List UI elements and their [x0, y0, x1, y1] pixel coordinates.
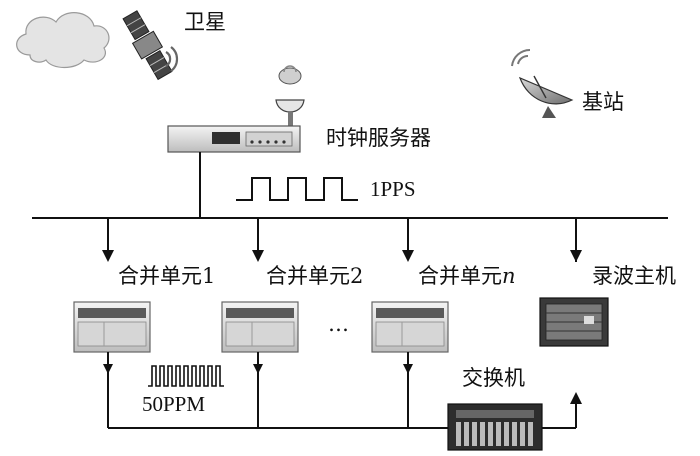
arrow-down-mun	[402, 250, 414, 262]
merge-unit-device-icon-n	[371, 301, 449, 353]
pulse-waveform-icon	[236, 177, 358, 201]
pps-label: 1PPS	[370, 177, 416, 201]
down-arrows	[102, 250, 582, 262]
small-arrows	[103, 364, 582, 404]
ellipsis-label: …	[328, 312, 349, 336]
merge-unit-1-label: 合并单元1	[118, 264, 216, 288]
clock-server-icon	[167, 125, 301, 153]
satellite-signal-icon	[165, 46, 179, 72]
merge-unit-device-icon-1	[73, 301, 151, 353]
satellite-icon	[122, 10, 173, 81]
switch-label: 交换机	[462, 366, 525, 390]
gps-antenna-icon	[275, 65, 305, 130]
ppm-waveform-icon	[148, 365, 224, 387]
recorder-device-icon	[539, 297, 609, 347]
switch-device-icon	[447, 403, 543, 451]
merge-unit-n-var: n	[502, 264, 516, 288]
arrow-down-mu1	[102, 250, 114, 262]
satellite-label: 卫星	[184, 10, 226, 34]
antenna-dish-icon	[511, 48, 574, 118]
merge-unit-2-label: 合并单元2	[266, 264, 364, 288]
merge-unit-device-icon-2	[221, 301, 299, 353]
cloud-icon	[16, 12, 110, 69]
arrow-down-recorder	[570, 250, 582, 262]
arrow-down-mu2	[252, 250, 264, 262]
base-station-label: 基站	[582, 90, 624, 114]
recorder-label: 录波主机	[592, 264, 676, 288]
ppm-label: 50PPM	[142, 392, 206, 416]
merge-unit-n-prefix: 合并单元	[418, 264, 502, 288]
clock-server-label: 时钟服务器	[326, 126, 431, 150]
arrow-up-recorder	[570, 392, 582, 404]
merge-unit-n-label: 合并单元n	[418, 266, 516, 287]
sync-bus	[32, 152, 668, 262]
